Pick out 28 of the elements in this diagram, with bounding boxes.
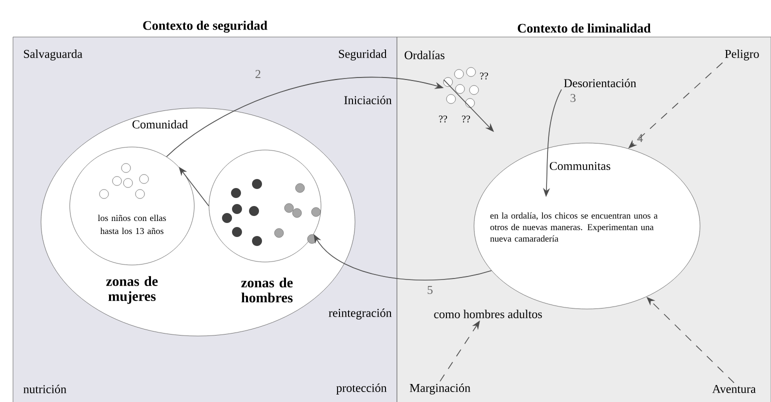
context-label: Salvaguarda [24, 50, 82, 60]
context-label: Seguridad [338, 50, 387, 60]
question-marks: ?? [439, 116, 448, 122]
concept-text: Aventura [712, 385, 756, 394]
step-number: 4 [637, 134, 643, 142]
context-label: protección [336, 384, 387, 394]
concept-text: como hombres adultos [434, 310, 542, 318]
context-label: Ordalías [404, 50, 444, 60]
context-label: Iniciación [344, 96, 392, 104]
zone-circle [208, 150, 322, 262]
communitas-ellipse [474, 142, 700, 310]
concept-text: Desorientación [564, 78, 636, 88]
zone-label: zonas de mujeres [106, 276, 158, 304]
node-label: Contexto de liminalidad [518, 23, 651, 33]
question-marks: ?? [480, 72, 488, 80]
concept-text: Marginación [410, 384, 470, 394]
circles-drawing [443, 67, 479, 108]
edge-label: 3 [570, 94, 576, 102]
edge-label: 2 [256, 70, 260, 78]
zone-label: zonas de hombres [241, 278, 293, 302]
node-label: Contexto de seguridad [143, 20, 268, 33]
ellipse-title: Communitas [550, 162, 610, 170]
ellipse-text: en la ordalía, los chicos se encuentran unos a otros de nuevas maneras. Experimentan una nueva camaradería [490, 212, 658, 242]
concept-text: Peligro [725, 50, 759, 60]
edge-label: 5 [428, 286, 433, 294]
arrow [443, 79, 494, 132]
context-label: nutrición [23, 384, 66, 394]
question-marks: ?? [462, 116, 470, 122]
